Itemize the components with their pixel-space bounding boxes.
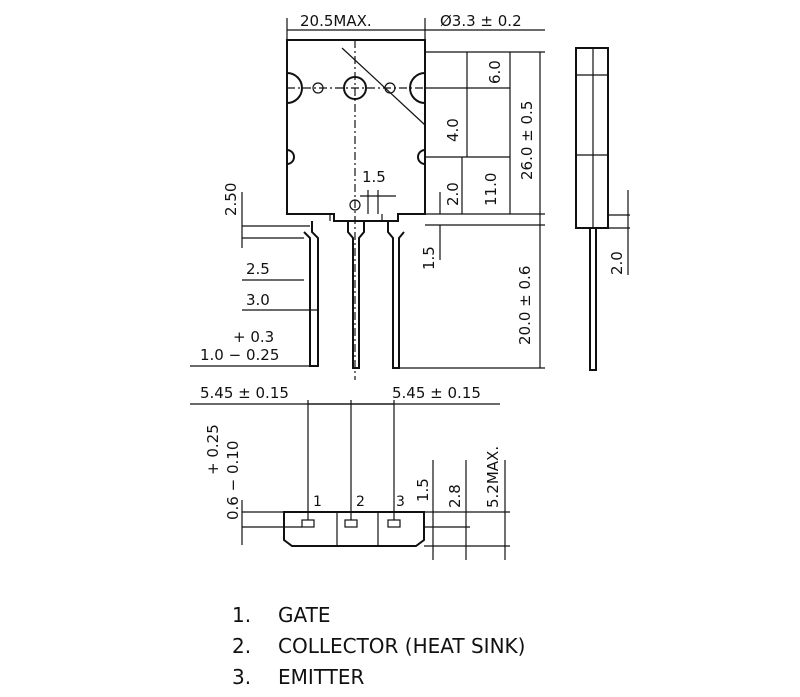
- dim-tol-plus: + 0.3: [233, 328, 274, 346]
- dim-tol-025: + 0.25: [204, 424, 222, 475]
- legend-item-collector: 2. COLLECTOR (HEAT SINK): [232, 631, 525, 662]
- notch-right: [409, 72, 426, 104]
- pin-pad-2: [344, 519, 358, 528]
- bottom-view: [190, 400, 510, 560]
- dim-width-max: 20.5MAX.: [300, 12, 372, 30]
- ejector-mark: [349, 199, 361, 211]
- legend-item-emitter: 3. EMITTER: [232, 662, 525, 693]
- package-body: [286, 39, 426, 222]
- dim-2-50: 2.50: [222, 183, 240, 216]
- lead-3: [387, 221, 405, 369]
- leader-hole: [341, 47, 426, 126]
- dim-3-0: 3.0: [246, 291, 270, 309]
- dim-0-6: 0.6 − 0.10: [224, 441, 242, 520]
- dim-1-5b: 1.5: [420, 246, 438, 270]
- mounting-hole: [343, 76, 367, 100]
- dimple-left: [312, 82, 324, 94]
- side-lead: [589, 228, 597, 371]
- pin-number-1: 1: [313, 494, 322, 510]
- dim-2-5: 2.5: [246, 260, 270, 278]
- front-view: [190, 18, 545, 380]
- pin-pad-1: [301, 519, 315, 528]
- legend-number: 2.: [232, 634, 252, 658]
- dim-2b: 2.0: [608, 251, 626, 275]
- pin-number-2: 2: [356, 494, 365, 510]
- legend-number: 3.: [232, 665, 252, 689]
- package-outline-drawing: 20.5MAX. Ø3.3 ± 0.2 6.0 4.0 2.0 11.0 26.…: [190, 12, 630, 560]
- notch-left: [286, 72, 303, 104]
- pin-legend: 1. GATE 2. COLLECTOR (HEAT SINK) 3. EMITTER: [232, 600, 525, 693]
- pin-pad-3: [387, 519, 401, 528]
- lead-2: [347, 221, 365, 369]
- legend-number: 1.: [232, 603, 252, 627]
- legend-item-gate: 1. GATE: [232, 600, 525, 631]
- bottom-body: [283, 511, 425, 547]
- legend-label: GATE: [278, 603, 331, 627]
- dim-11: 11.0: [482, 173, 500, 206]
- dim-6: 6.0: [486, 60, 504, 84]
- dim-1-5c: 1.5: [414, 478, 432, 502]
- dim-4: 4.0: [444, 118, 462, 142]
- pin-number-3: 3: [396, 494, 405, 510]
- lead-1: [303, 221, 319, 367]
- dim-pitch-left: 5.45 ± 0.15: [200, 384, 289, 402]
- side-view: [575, 47, 630, 371]
- dim-20: 20.0 ± 0.6: [516, 266, 534, 345]
- legend-label: EMITTER: [278, 665, 365, 689]
- dim-pitch-right: 5.45 ± 0.15: [392, 384, 481, 402]
- dim-5-2-max: 5.2MAX.: [484, 446, 502, 508]
- notch-right-lower: [417, 149, 426, 165]
- dim-26: 26.0 ± 0.5: [518, 101, 536, 180]
- dim-2a: 2.0: [444, 182, 462, 206]
- dim-2-8: 2.8: [446, 484, 464, 508]
- legend-label: COLLECTOR (HEAT SINK): [278, 634, 526, 658]
- notch-left-lower: [286, 149, 295, 165]
- dim-1-0: 1.0 − 0.25: [200, 346, 279, 364]
- dim-1-5a: 1.5: [362, 168, 386, 186]
- dim-hole-diameter: Ø3.3 ± 0.2: [440, 12, 522, 30]
